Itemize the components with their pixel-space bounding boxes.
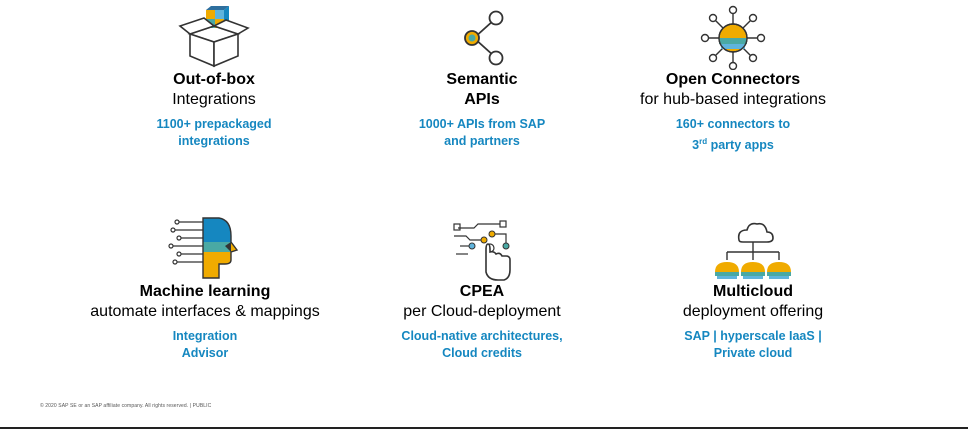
- share-nodes-icon: [464, 10, 504, 66]
- card-subtitle: Integrations: [172, 91, 256, 108]
- detail-line: Integration: [172, 329, 238, 343]
- card-subtitle: per Cloud-deployment: [403, 303, 561, 320]
- detail-text: party apps: [707, 138, 774, 153]
- detail-line: Advisor: [181, 346, 229, 360]
- card-title: Out-of-box: [173, 71, 255, 88]
- connector-hub-icon: [700, 5, 766, 70]
- detail-line: and partners: [444, 134, 520, 148]
- detail-line: 1100+ prepackaged: [156, 117, 272, 131]
- detail-line: Cloud-native architectures,: [401, 329, 563, 343]
- card-title: Semantic: [446, 71, 518, 88]
- detail-line: 160+ connectors to: [675, 117, 791, 131]
- card-title: Multicloud: [713, 283, 793, 300]
- card-multicloud: Multicloud deployment offering SAP | hyp…: [603, 214, 903, 362]
- card-subtitle: deployment offering: [682, 303, 824, 320]
- card-machine-learning: Machine learning automate interfaces & m…: [55, 214, 355, 362]
- card-title: Machine learning: [139, 283, 271, 300]
- card-cpea: CPEA per Cloud-deployment Cloud-native a…: [332, 214, 632, 362]
- card-detail: 160+ connectors to 3rd party apps: [583, 116, 883, 154]
- ai-head-icon: [168, 217, 239, 279]
- copyright-footer: © 2020 SAP SE or an SAP affiliate compan…: [40, 403, 212, 409]
- detail-line: integrations: [178, 134, 250, 148]
- card-title: APIs: [464, 91, 500, 108]
- open-box-icon: [178, 6, 250, 68]
- card-detail: 1100+ prepackaged integrations: [64, 116, 364, 150]
- detail-line: 3rd party apps: [583, 133, 883, 154]
- ordinal-suffix: rd: [699, 137, 708, 146]
- card-title: CPEA: [459, 283, 505, 300]
- card-out-of-box: Out-of-box Integrations 1100+ prepackage…: [64, 4, 364, 150]
- hand-circuit-icon: [453, 220, 511, 281]
- detail-line: Private cloud: [713, 346, 793, 360]
- card-semantic-apis: Semantic APIs 1000+ APIs from SAP and pa…: [332, 4, 632, 150]
- detail-line: Cloud credits: [442, 346, 522, 360]
- card-detail: 1000+ APIs from SAP and partners: [332, 116, 632, 150]
- detail-text: 3: [692, 138, 700, 153]
- detail-line: SAP | hyperscale IaaS |: [684, 329, 822, 343]
- card-title: Open Connectors: [665, 71, 801, 88]
- multicloud-icon: [715, 222, 791, 279]
- card-subtitle: automate interfaces & mappings: [90, 303, 320, 320]
- card-open-connectors: Open Connectors for hub-based integratio…: [583, 4, 883, 154]
- card-detail: Cloud-native architectures, Cloud credit…: [332, 328, 632, 362]
- detail-line: 1000+ APIs from SAP: [418, 117, 546, 131]
- card-detail: Integration Advisor: [55, 328, 355, 362]
- bottom-divider: [0, 427, 968, 429]
- card-subtitle: for hub-based integrations: [640, 91, 826, 108]
- card-detail: SAP | hyperscale IaaS | Private cloud: [603, 328, 903, 362]
